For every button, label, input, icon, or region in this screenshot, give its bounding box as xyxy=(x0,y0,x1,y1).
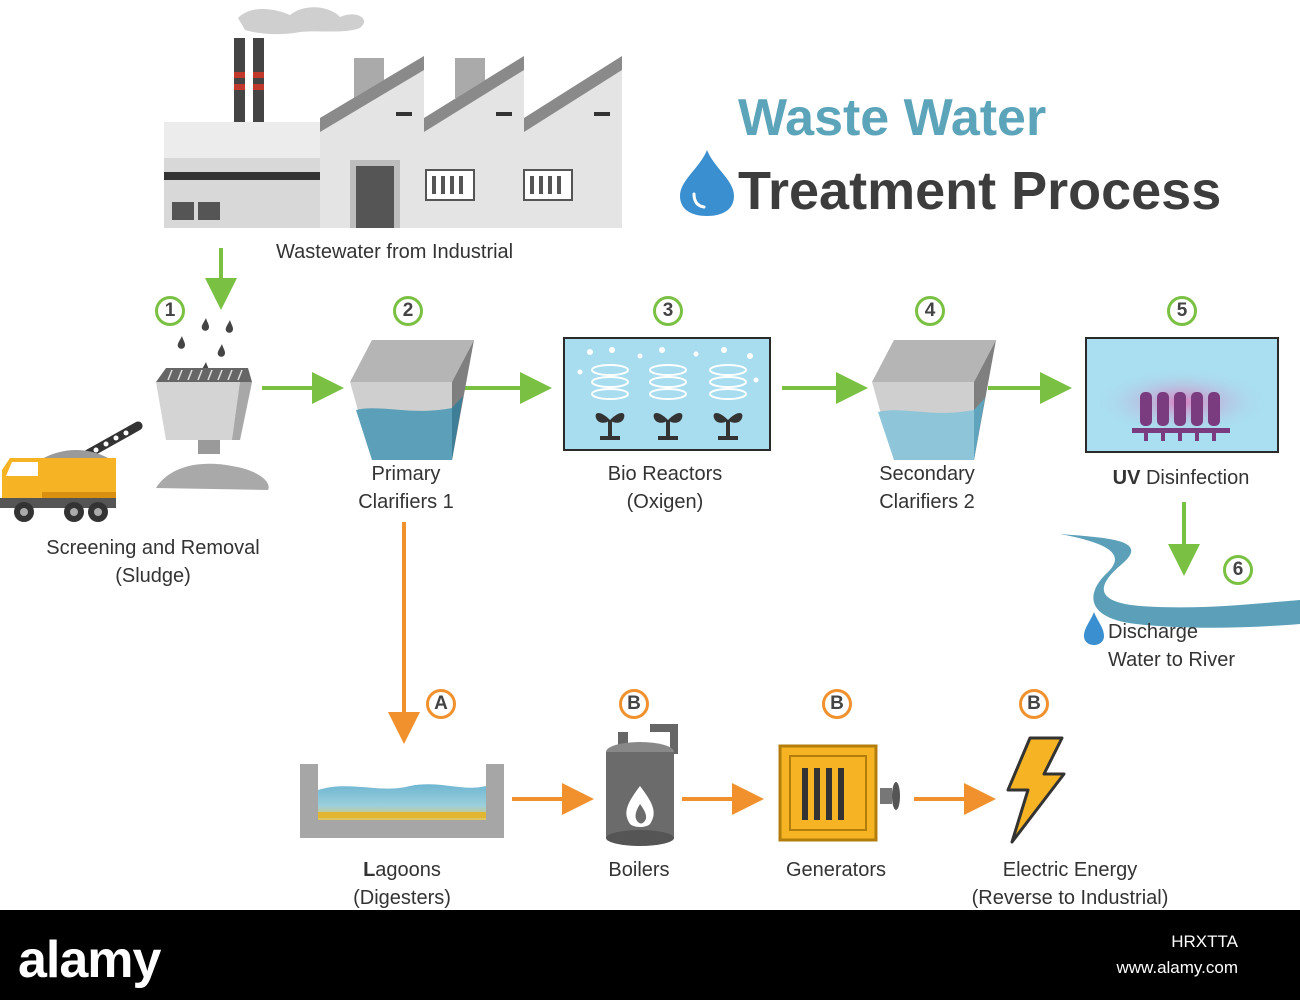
title-line-1: Waste Water xyxy=(738,89,1047,147)
step-badge-3: 3 xyxy=(653,296,683,326)
diagram-artwork xyxy=(0,7,1300,846)
generator-illustration xyxy=(778,744,900,842)
lagoon-illustration xyxy=(300,764,504,838)
step-5-label: UV Disinfection xyxy=(1086,464,1276,492)
river-illustration xyxy=(1060,534,1300,628)
step-badge-1: 1 xyxy=(155,296,185,326)
energy-badge-b-electric: B xyxy=(1019,689,1049,719)
step-badge-5: 5 xyxy=(1167,296,1197,326)
source-label: Wastewater from Industrial xyxy=(276,241,514,263)
energy-a-label-rest: agoons (Digesters) xyxy=(353,859,451,909)
energy-a-label: Lagoons (Digesters) xyxy=(318,856,486,912)
small-water-drop-icon xyxy=(1084,612,1104,645)
step-5-label-bold: UV xyxy=(1112,467,1141,489)
water-drop-icon xyxy=(680,150,734,216)
step-badge-2: 2 xyxy=(393,296,423,326)
energy-b1-label: Boilers xyxy=(608,859,670,881)
main-flow-arrows xyxy=(205,248,1200,576)
energy-a-label-bold: L xyxy=(363,859,376,881)
secondary-clarifier-illustration xyxy=(872,340,996,460)
factory-illustration xyxy=(164,7,622,228)
energy-badge-b-generators: B xyxy=(822,689,852,719)
title-line-2: Treatment Process xyxy=(738,161,1222,221)
energy-b2-label: Generators xyxy=(785,859,887,881)
boiler-illustration xyxy=(606,724,678,846)
bio-reactor-illustration xyxy=(563,337,771,451)
energy-badge-b-boilers: B xyxy=(619,689,649,719)
step-badge-6: 6 xyxy=(1223,555,1253,585)
watermark-url: www.alamy.com xyxy=(1116,958,1238,977)
step-4-label: Secondary Clarifiers 2 xyxy=(879,463,975,513)
step-6-label: Discharge Water to River xyxy=(1108,621,1236,671)
energy-b3-label: Electric Energy (Reverse to Industrial) xyxy=(971,859,1169,909)
step-2-label: Primary Clarifiers 1 xyxy=(358,463,454,513)
watermark-image-id: HRXTTA xyxy=(1171,932,1238,951)
primary-clarifier-illustration xyxy=(350,340,474,460)
watermark-footer: alamy HRXTTA www.alamy.com xyxy=(0,910,1300,1000)
energy-badge-a: A xyxy=(426,689,456,719)
step-3-label: Bio Reactors (Oxigen) xyxy=(607,463,723,513)
lightning-bolt-icon xyxy=(1006,736,1066,844)
energy-flow-arrows xyxy=(388,522,996,815)
watermark-logo: alamy xyxy=(18,931,161,989)
uv-disinfection-illustration xyxy=(1085,337,1279,453)
step-1-label: Screening and Removal (Sludge) xyxy=(46,537,260,587)
step-5-label-rest: Disinfection xyxy=(1140,467,1250,489)
screening-hopper-illustration xyxy=(156,318,269,490)
dump-truck-illustration xyxy=(0,421,143,522)
step-badge-4: 4 xyxy=(915,296,945,326)
